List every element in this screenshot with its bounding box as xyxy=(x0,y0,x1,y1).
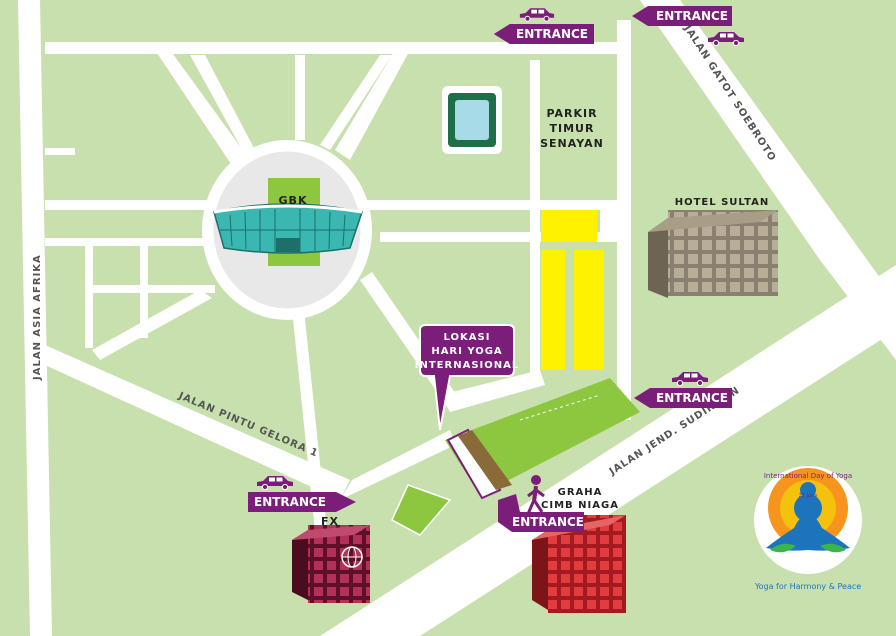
entrance-label: ENTRANCE xyxy=(512,515,584,529)
swimming-pool xyxy=(442,86,502,154)
logo-tagline: Yoga for Harmony & Peace xyxy=(754,582,861,591)
entrance-label: ENTRANCE xyxy=(254,495,326,509)
entrance-label: ENTRANCE xyxy=(656,391,728,405)
fx-building xyxy=(292,525,370,603)
hotel-sultan-label: HOTEL SULTAN xyxy=(675,197,770,208)
logo-date: 21 June xyxy=(799,493,818,499)
road-network xyxy=(18,0,896,636)
callout-line-2: HARI YOGA xyxy=(431,346,502,357)
parkir-line-3: SENAYAN xyxy=(540,137,604,150)
fx-label: FX xyxy=(321,515,339,528)
graha-line-2: CIMB NIAGA xyxy=(541,500,619,511)
road-label-asia-afrika: JALAN ASIA AFRIKA xyxy=(32,254,43,381)
gbk-label: GBK xyxy=(279,194,308,207)
entrance-pedestrian[interactable]: ENTRANCE xyxy=(498,475,584,532)
gbk-stadium xyxy=(210,148,364,312)
yoga-field xyxy=(445,378,640,500)
fan-roads xyxy=(190,55,392,155)
international-yoga-day-logo: International Day of Yoga 21 June Yoga f… xyxy=(754,466,862,591)
entrance-label: ENTRANCE xyxy=(516,27,588,41)
callout-line-1: LOKASI xyxy=(444,332,491,343)
hotel-sultan-building xyxy=(648,210,778,298)
small-field xyxy=(391,484,452,536)
entrance-top-right[interactable]: ENTRANCE xyxy=(632,6,745,46)
parkir-line-2: TIMUR xyxy=(550,122,595,135)
entrance-fx[interactable]: ENTRANCE xyxy=(248,475,356,512)
entrance-top-center[interactable]: ENTRANCE xyxy=(494,7,594,44)
graha-line-1: GRAHA xyxy=(558,487,603,498)
parkir-timur-senayan-label: PARKIR TIMUR SENAYAN xyxy=(540,107,604,150)
entrance-sudirman-east[interactable]: ENTRANCE xyxy=(634,371,732,408)
event-location-callout: LOKASI HARI YOGA INTERNASIONAL xyxy=(415,324,519,431)
entrance-label: ENTRANCE xyxy=(656,9,728,23)
parking-area xyxy=(541,210,604,370)
parkir-line-1: PARKIR xyxy=(546,107,597,120)
callout-line-3: INTERNASIONAL xyxy=(415,360,519,371)
logo-arc-text: International Day of Yoga xyxy=(764,472,852,480)
walking-person-icon xyxy=(526,475,545,515)
